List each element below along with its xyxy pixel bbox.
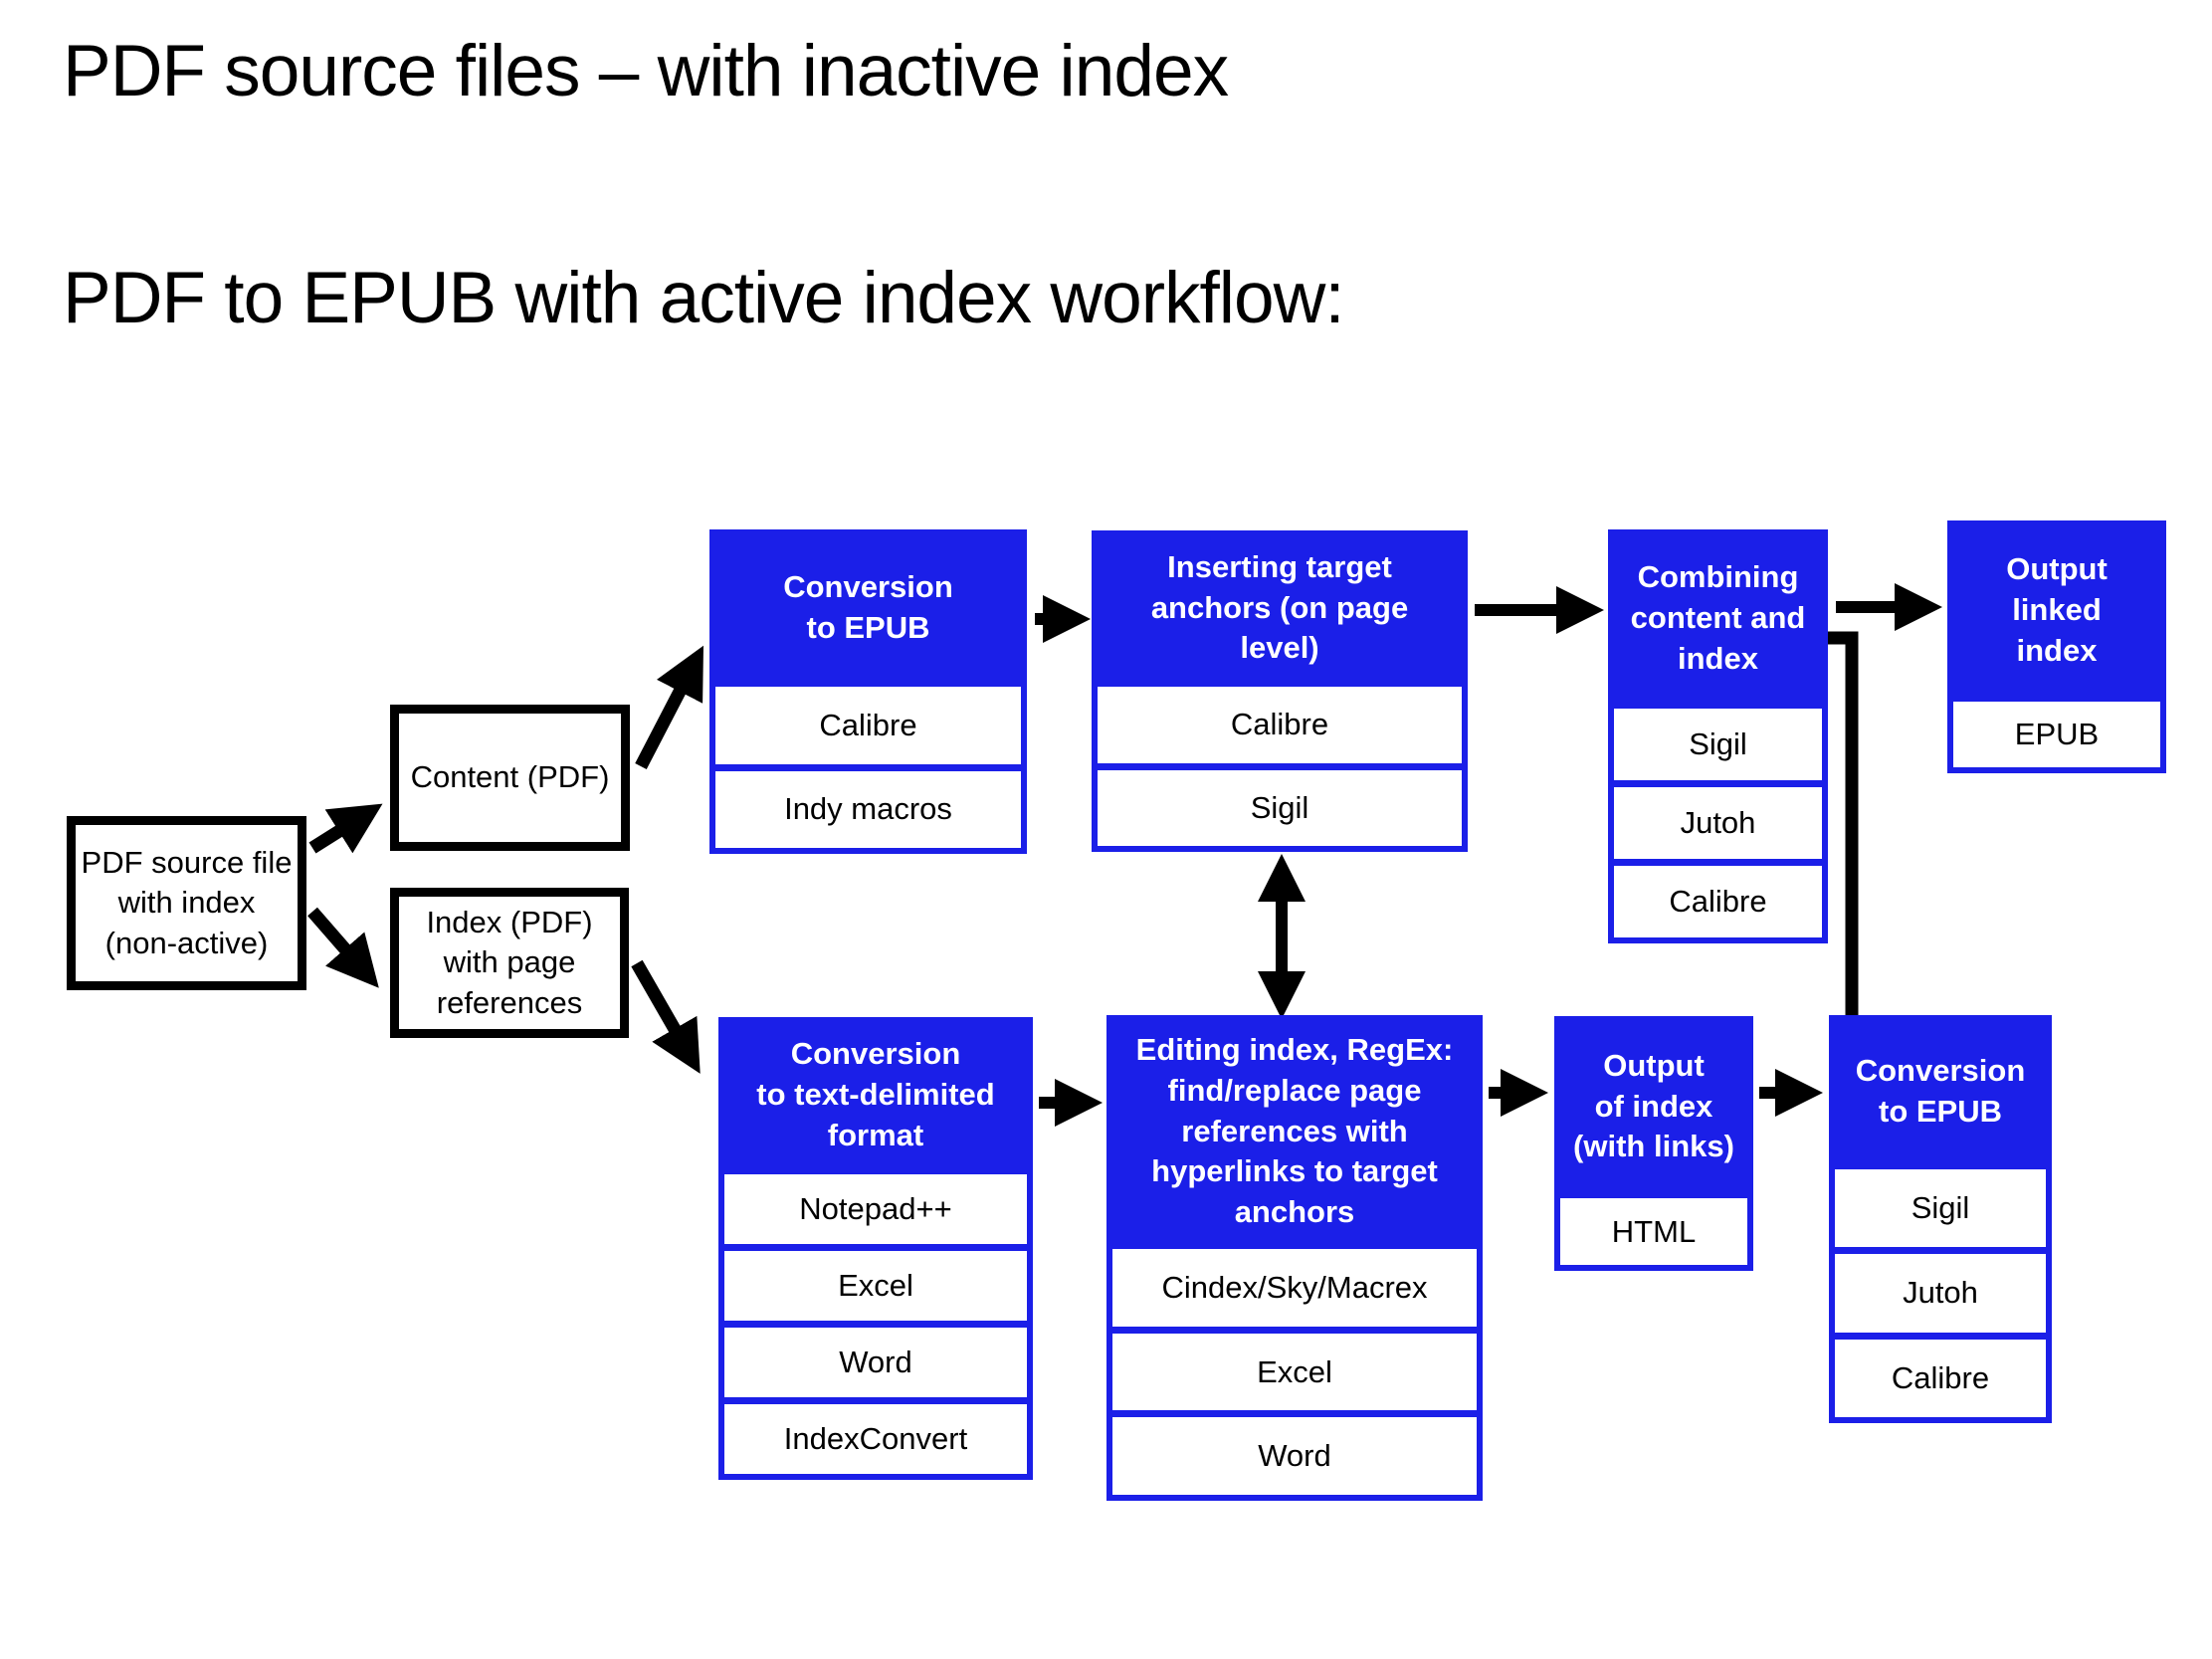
tool-row: Excel [724,1244,1027,1321]
tool-row: Excel [1112,1326,1477,1411]
tool-row: Indy macros [715,763,1021,848]
tool-row: Sigil [1614,702,1822,780]
tool-row: EPUB [1953,695,2160,767]
tool-row: IndexConvert [724,1397,1027,1474]
arrow-index-to-conversion-text [631,959,701,1074]
tool-row: Calibre [1614,859,1822,937]
slide-title: PDF source files – with inactive index [63,31,1229,111]
tool-row: Sigil [1835,1162,2046,1248]
process-header: Editing index, RegEx: find/replace page … [1135,1031,1454,1230]
box-index-pdf: Index (PDF) with page references [390,888,629,1038]
process-header: Conversion to EPUB [783,568,953,645]
box-content-pdf: Content (PDF) [390,705,630,851]
process-box-inserting-target-anchors: Inserting target anchors (on page level)… [1092,530,1468,852]
tool-row: Word [724,1321,1027,1397]
process-header: Output of index (with links) [1573,1047,1734,1164]
workflow-subtitle: PDF to EPUB with active index workflow: [63,258,1345,338]
tool-row: Calibre [715,680,1021,764]
process-box-combining-content-index: Combining content and index Sigil Jutoh … [1608,529,1828,943]
process-box-conversion-text-delimited: Conversion to text-delimited format Note… [718,1017,1033,1480]
tool-row: HTML [1560,1191,1747,1265]
process-header: Inserting target anchors (on page level) [1150,548,1409,666]
tool-row: Sigil [1098,762,1462,846]
tool-row: Calibre [1098,680,1462,763]
arrow-content-to-conversion-epub [635,645,704,769]
process-box-output-linked-index: Output linked index EPUB [1947,520,2166,773]
tool-row: Cindex/Sky/Macrex [1112,1242,1477,1327]
tool-row: Calibre [1835,1332,2046,1417]
connector-conversion-epub-to-combining [1825,631,1859,1023]
process-header: Conversion to EPUB [1855,1053,2026,1129]
process-header: Combining content and index [1630,559,1806,676]
tool-row: Word [1112,1410,1477,1496]
process-box-conversion-to-epub-bottom: Conversion to EPUB Sigil Jutoh Calibre [1829,1015,2052,1423]
tool-row: Notepad++ [724,1167,1027,1244]
process-box-output-of-index: Output of index (with links) HTML [1554,1016,1753,1271]
box-pdf-source-file: PDF source file with index (non-active) [67,816,306,990]
arrow-source-to-content [308,803,383,854]
tool-row: Jutoh [1835,1247,2046,1333]
arrow-source-to-index [307,907,379,988]
process-header: Output linked index [2006,551,2108,668]
process-header: Conversion to text-delimited format [756,1036,995,1152]
process-box-editing-index-regex: Editing index, RegEx: find/replace page … [1106,1015,1483,1501]
process-box-conversion-to-epub-top: Conversion to EPUB Calibre Indy macros [709,529,1027,854]
tool-row: Jutoh [1614,780,1822,859]
